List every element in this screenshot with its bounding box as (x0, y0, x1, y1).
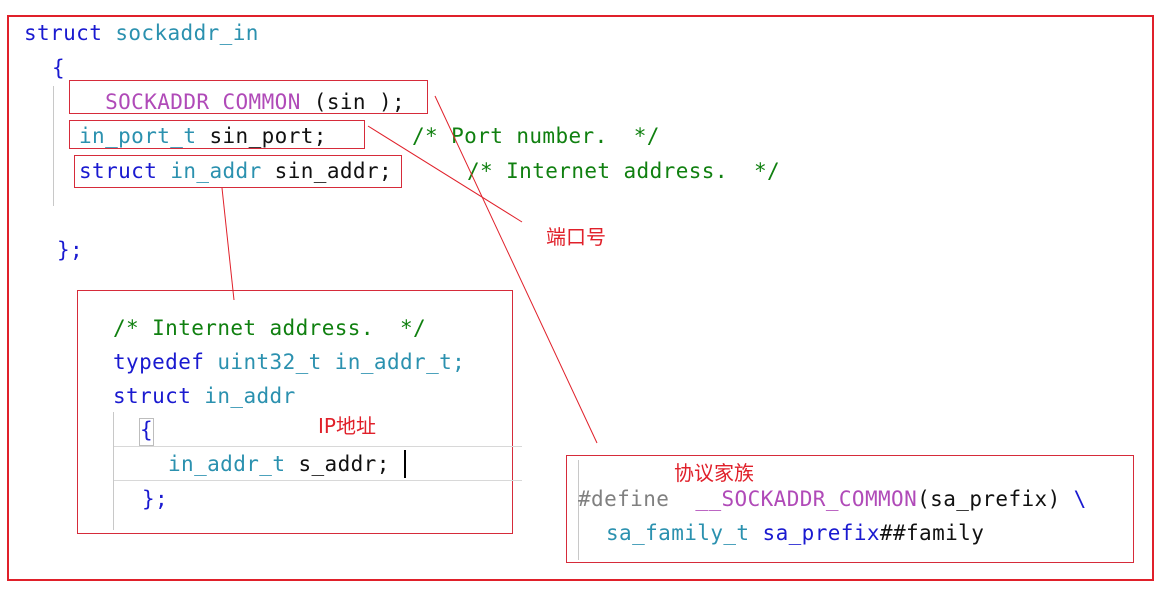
define-directive: #define (578, 487, 670, 511)
ip-annotation: IP地址 (318, 414, 376, 438)
in-addr-comment: /* Internet address. */ (113, 316, 427, 340)
current-line-bottom (114, 480, 522, 481)
outer-frame (7, 15, 1154, 581)
field-sockaddr-common: __SOCKADDR_COMMON (sin_); (79, 90, 405, 114)
highlight-sin-addr (74, 155, 402, 188)
in-addr-open-brace: { (140, 418, 154, 442)
connector-family (434, 95, 598, 444)
struct-name: sockaddr_in (115, 21, 259, 45)
macro-args: (sin_); (313, 90, 406, 114)
indent-guide (113, 412, 114, 530)
body-type: sa_family_t (606, 521, 750, 545)
in-addr-definition-box (77, 290, 513, 534)
brace-match-highlight (139, 418, 154, 446)
struct-header-line: struct sockaddr_in (24, 21, 259, 45)
define-line: #define __SOCKADDR_COMMON(sa_prefix) \ (578, 487, 1087, 511)
define-macro-name: __SOCKADDR_COMMON (695, 487, 918, 511)
text-cursor (404, 450, 406, 478)
struct-keyword: struct (113, 384, 192, 408)
define-body-line: sa_family_t sa_prefix##family (606, 521, 984, 545)
line-continuation: \ (1073, 487, 1087, 511)
field-keyword: struct (79, 159, 158, 183)
field-sin-addr: struct in_addr sin_addr; (79, 159, 392, 183)
connector-port (367, 125, 523, 223)
s-addr-field: in_addr_t s_addr; (168, 452, 390, 476)
typedef-keyword: typedef (113, 350, 205, 374)
highlight-sin-port (69, 120, 365, 149)
typedef-name: in_addr_t; (334, 350, 466, 374)
addr-comment: /* Internet address. */ (467, 159, 781, 183)
indent-guide (53, 86, 54, 206)
define-macro-box (566, 455, 1134, 563)
body-prefix: sa_prefix (762, 521, 880, 545)
port-comment: /* Port number. */ (412, 124, 660, 148)
in-addr-close-brace: }; (142, 487, 169, 511)
open-brace: { (52, 56, 66, 80)
define-param: (sa_prefix) (917, 487, 1061, 511)
typedef-line: typedef uint32_t in_addr_t; (113, 350, 465, 374)
indent-guide (578, 460, 579, 560)
current-line-top (114, 446, 522, 447)
port-annotation: 端口号 (546, 225, 606, 249)
field-name: sin_addr; (274, 159, 393, 183)
macro-name: __SOCKADDR_COMMON (79, 90, 301, 114)
field-type: in_addr (170, 159, 262, 183)
typedef-type: uint32_t (217, 350, 322, 374)
struct-keyword: struct (24, 21, 103, 45)
struct-name: in_addr (204, 384, 296, 408)
family-annotation: 协议家族 (674, 461, 754, 485)
in-addr-struct-line: struct in_addr (113, 384, 296, 408)
field-name: s_addr; (298, 452, 390, 476)
field-type: in_addr_t (168, 452, 286, 476)
highlight-sockaddr-common (69, 80, 428, 114)
field-type: in_port_t (79, 124, 197, 148)
close-brace: }; (57, 238, 84, 262)
field-name: sin_port; (209, 124, 327, 148)
field-sin-port: in_port_t sin_port; (79, 124, 327, 148)
connector-ip (221, 187, 235, 301)
body-suffix: ##family (879, 521, 985, 545)
